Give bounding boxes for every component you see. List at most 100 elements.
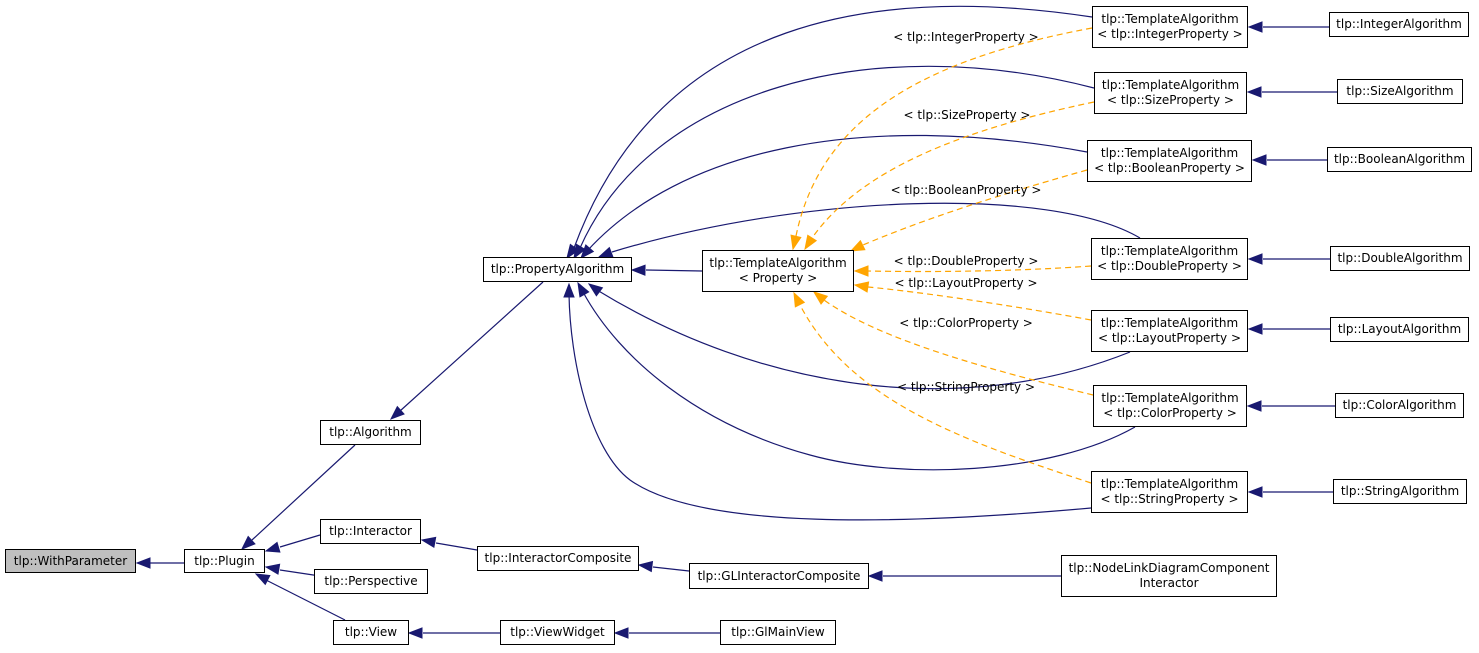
edge-tpllayout-propalg-arrowhead	[587, 283, 604, 297]
edge-glintcomp-intcomp	[652, 566, 690, 572]
class-node-tpl-color[interactable]: tlp::TemplateAlgorithm< tlp::ColorProper…	[1093, 385, 1247, 427]
edge-label-boolean: < tlp::BooleanProperty >	[891, 183, 1042, 197]
edge-bind-double-arrowhead	[853, 265, 869, 277]
edge-tplinteger-propalg	[573, 5, 1093, 249]
edge-intcomp-interactor	[435, 542, 478, 551]
class-node-tpl-double[interactable]: tlp::TemplateAlgorithm< tlp::DoublePrope…	[1091, 238, 1248, 280]
class-node-label: tlp::View	[344, 625, 398, 639]
edge-view-plugin-arrowhead	[254, 573, 271, 586]
class-node-label: tlp::Interactor	[329, 524, 412, 538]
class-node-layoutalg[interactable]: tlp::LayoutAlgorithm	[1330, 317, 1469, 342]
class-node-tpl-layout[interactable]: tlp::TemplateAlgorithm< tlp::LayoutPrope…	[1091, 310, 1248, 352]
class-node-label: tlp::TemplateAlgorithm	[1100, 316, 1239, 330]
edge-tplproperty-propalg-arrowhead	[630, 264, 646, 276]
edge-tpllayout-propalg	[596, 289, 1131, 390]
class-node-label: tlp::Algorithm	[329, 425, 412, 439]
class-node-tpl-boolean[interactable]: tlp::TemplateAlgorithm< tlp::BooleanProp…	[1087, 140, 1252, 182]
class-node-label: tlp::TemplateAlgorithm	[1101, 391, 1239, 405]
edge-bind-layout	[867, 286, 1092, 321]
class-node-tpl-integer[interactable]: tlp::TemplateAlgorithm< tlp::IntegerProp…	[1092, 6, 1248, 48]
class-node-booleanalg[interactable]: tlp::BooleanAlgorithm	[1327, 147, 1472, 172]
class-node-integeralg[interactable]: tlp::IntegerAlgorithm	[1329, 12, 1469, 37]
edge-bind-double	[867, 265, 1092, 273]
class-node-label: tlp::WithParameter	[13, 553, 128, 568]
class-node-view[interactable]: tlp::View	[333, 620, 409, 645]
class-node-label: tlp::TemplateAlgorithm	[1101, 78, 1240, 92]
edge-label-integer: < tlp::IntegerProperty >	[893, 30, 1038, 44]
edge-glintcomp-intcomp-arrowhead	[637, 560, 654, 573]
edge-tpldouble-propalg	[611, 202, 1141, 253]
edge-tplsize-propalg-arrowhead	[573, 243, 586, 260]
edge-propalg-algorithm-arrowhead	[389, 405, 405, 420]
edge-algorithm-plugin	[251, 444, 356, 541]
class-node-tpl-string[interactable]: tlp::TemplateAlgorithm< tlp::StringPrope…	[1091, 471, 1248, 513]
edge-bind-integer-arrowhead	[790, 234, 802, 251]
edge-nodelink-glintcomp-arrowhead	[867, 570, 883, 582]
edge-label-string: < tlp::StringProperty >	[897, 380, 1035, 394]
edge-tplboolean-propalg	[587, 134, 1088, 251]
edge-tplsize-propalg	[579, 65, 1095, 249]
class-node-label: tlp::Perspective	[324, 574, 418, 588]
class-node-interactor[interactable]: tlp::Interactor	[320, 519, 421, 544]
class-node-perspective[interactable]: tlp::Perspective	[314, 569, 428, 594]
edge-perspective-plugin	[279, 569, 321, 577]
edge-sizealg-tplsize-arrowhead	[1246, 86, 1262, 98]
class-node-propalg[interactable]: tlp::PropertyAlgorithm	[483, 257, 632, 282]
class-node-label: tlp::TemplateAlgorithm	[1101, 12, 1239, 26]
edge-tpldouble-propalg-arrowhead	[597, 246, 614, 258]
class-node-stringalg[interactable]: tlp::StringAlgorithm	[1333, 479, 1467, 504]
class-node-label: tlp::SizeAlgorithm	[1346, 84, 1454, 98]
class-node-label: < tlp::LayoutProperty >	[1097, 331, 1242, 345]
edge-perspective-plugin-arrowhead	[264, 563, 281, 575]
edge-tplstring-propalg-arrowhead	[563, 282, 575, 298]
class-node-glmainview[interactable]: tlp::GlMainView	[720, 620, 836, 645]
class-node-interactorcomposite[interactable]: tlp::InteractorComposite	[477, 546, 639, 571]
class-node-label: tlp::TemplateAlgorithm	[1100, 146, 1239, 160]
class-node-label: < tlp::ColorProperty >	[1103, 406, 1237, 420]
class-node-label: < tlp::StringProperty >	[1100, 492, 1239, 506]
edge-label-double: < tlp::DoubleProperty >	[894, 254, 1039, 268]
class-node-tpl-size[interactable]: tlp::TemplateAlgorithm< tlp::SizePropert…	[1094, 72, 1247, 114]
class-node-label: Interactor	[1139, 576, 1199, 590]
edge-bind-layout-arrowhead	[853, 281, 870, 293]
class-node-tpl-property[interactable]: tlp::TemplateAlgorithm< Property >	[702, 250, 854, 292]
class-node-label: tlp::Plugin	[194, 553, 255, 568]
class-node-coloralg[interactable]: tlp::ColorAlgorithm	[1335, 393, 1464, 418]
class-node-label: < tlp::IntegerProperty >	[1097, 27, 1243, 41]
class-node-label: < Property >	[738, 271, 818, 285]
class-node-glinteractorcomposite[interactable]: tlp::GLInteractorComposite	[689, 563, 869, 589]
class-node-label: tlp::StringAlgorithm	[1340, 484, 1460, 498]
edge-bind-size	[811, 101, 1095, 239]
edge-layoutalg-tpllayout-arrowhead	[1247, 323, 1263, 335]
class-node-label: tlp::DoubleAlgorithm	[1337, 251, 1463, 265]
edge-tplboolean-propalg-arrowhead	[580, 244, 595, 260]
class-node-viewwidget[interactable]: tlp::ViewWidget	[500, 620, 615, 645]
class-node-label: tlp::TemplateAlgorithm	[1100, 477, 1239, 491]
edge-interactor-plugin-arrowhead	[264, 541, 281, 553]
edge-tplstring-propalg	[568, 293, 1092, 521]
edge-bind-integer	[795, 27, 1093, 237]
edge-tplinteger-propalg-arrowhead	[566, 243, 580, 260]
class-node-label: tlp::PropertyAlgorithm	[490, 262, 625, 276]
class-node-label: < tlp::SizeProperty >	[1107, 93, 1234, 107]
edge-bind-boolean-arrowhead	[849, 239, 866, 252]
class-node-withparameter[interactable]: tlp::WithParameter	[5, 549, 136, 573]
class-node-algorithm[interactable]: tlp::Algorithm	[320, 420, 421, 445]
edge-doublealg-tpldouble-arrowhead	[1247, 253, 1263, 265]
class-node-doublealg[interactable]: tlp::DoubleAlgorithm	[1330, 246, 1470, 271]
class-node-plugin[interactable]: tlp::Plugin	[184, 549, 265, 573]
class-node-label: tlp::ColorAlgorithm	[1342, 398, 1457, 412]
edge-coloralg-tplcolor-arrowhead	[1246, 400, 1262, 412]
edge-interactor-plugin	[279, 534, 321, 548]
edge-bind-size-arrowhead	[804, 234, 818, 251]
edge-label-layout: < tlp::LayoutProperty >	[894, 276, 1037, 290]
class-node-label: < tlp::DoubleProperty >	[1097, 259, 1242, 273]
edge-tplproperty-propalg	[645, 269, 703, 272]
edge-tplcolor-propalg-arrowhead	[577, 281, 590, 298]
class-node-label: tlp::GLInteractorComposite	[697, 568, 861, 583]
edge-glmainview-viewwidget-arrowhead	[613, 627, 629, 639]
class-node-sizealg[interactable]: tlp::SizeAlgorithm	[1337, 79, 1463, 104]
edge-bind-boolean	[862, 169, 1088, 246]
